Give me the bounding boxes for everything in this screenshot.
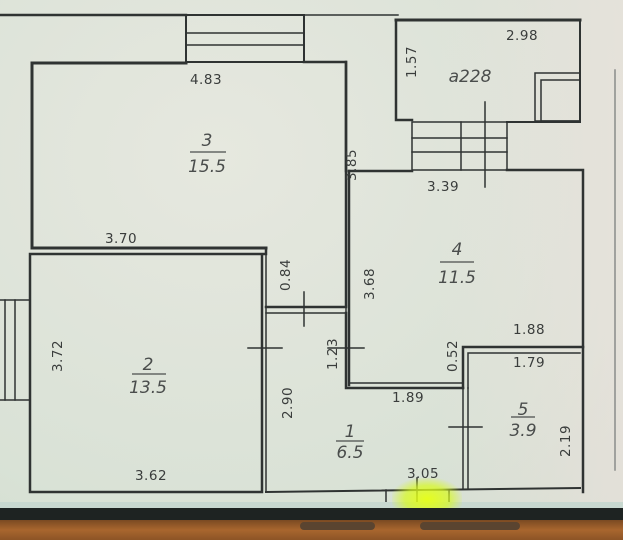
monitor-bezel [0,508,623,522]
dim-stair-left: 1.57 [404,46,420,78]
dim-room1-mid: 1.23 [325,338,341,370]
dim-room2-bottom: 3.62 [135,468,167,484]
dim-room1-top: 1.89 [392,390,424,406]
stairwell-label: a228 [449,67,492,87]
floor-plan: 3 15.5 4 11.5 2 13.5 1 6.5 5 3.9 a228 4.… [0,14,623,508]
monitor-foot-left [300,522,375,530]
dim-room5-left: 0.52 [445,340,461,372]
stairwell-walls [394,18,414,122]
room-2-area: 13.5 [129,378,167,398]
dim-stair-top: 2.98 [506,28,538,44]
dim-room5-right: 2.19 [558,425,574,457]
dim-room5-top: 1.79 [513,355,545,371]
screen-glare [0,0,623,518]
dim-corridor: 0.84 [278,259,294,291]
room-5-area: 3.9 [509,421,536,441]
monitor-foot-right [420,522,520,530]
dim-room2-left: 3.72 [50,340,66,372]
room-4-number: 4 [452,240,463,260]
stairs [411,121,508,171]
room-3-area: 15.5 [188,157,226,177]
room-4-walls [347,168,585,494]
room-1-walls [344,311,465,390]
room-3-number: 3 [202,131,213,151]
room-5-number: 5 [518,400,529,420]
top-stairs-block [185,14,305,63]
room-4-area: 11.5 [438,268,476,288]
dim-room3-top: 4.83 [190,72,222,88]
dim-room1-left: 2.90 [280,387,296,419]
dim-room4-top: 3.39 [427,179,459,195]
room-2-number: 2 [143,355,154,375]
room-5-walls [461,345,585,390]
dim-room4-left: 3.68 [362,268,378,300]
dim-room4-bottom: 1.88 [513,322,545,338]
room-1-area: 6.5 [336,443,363,463]
room-1-number: 1 [345,422,356,442]
room-2-walls [28,246,268,494]
dim-room3-bottom: 3.70 [105,231,137,247]
room-3-walls [30,61,268,250]
dim-room3-right: 3.85 [344,149,360,181]
